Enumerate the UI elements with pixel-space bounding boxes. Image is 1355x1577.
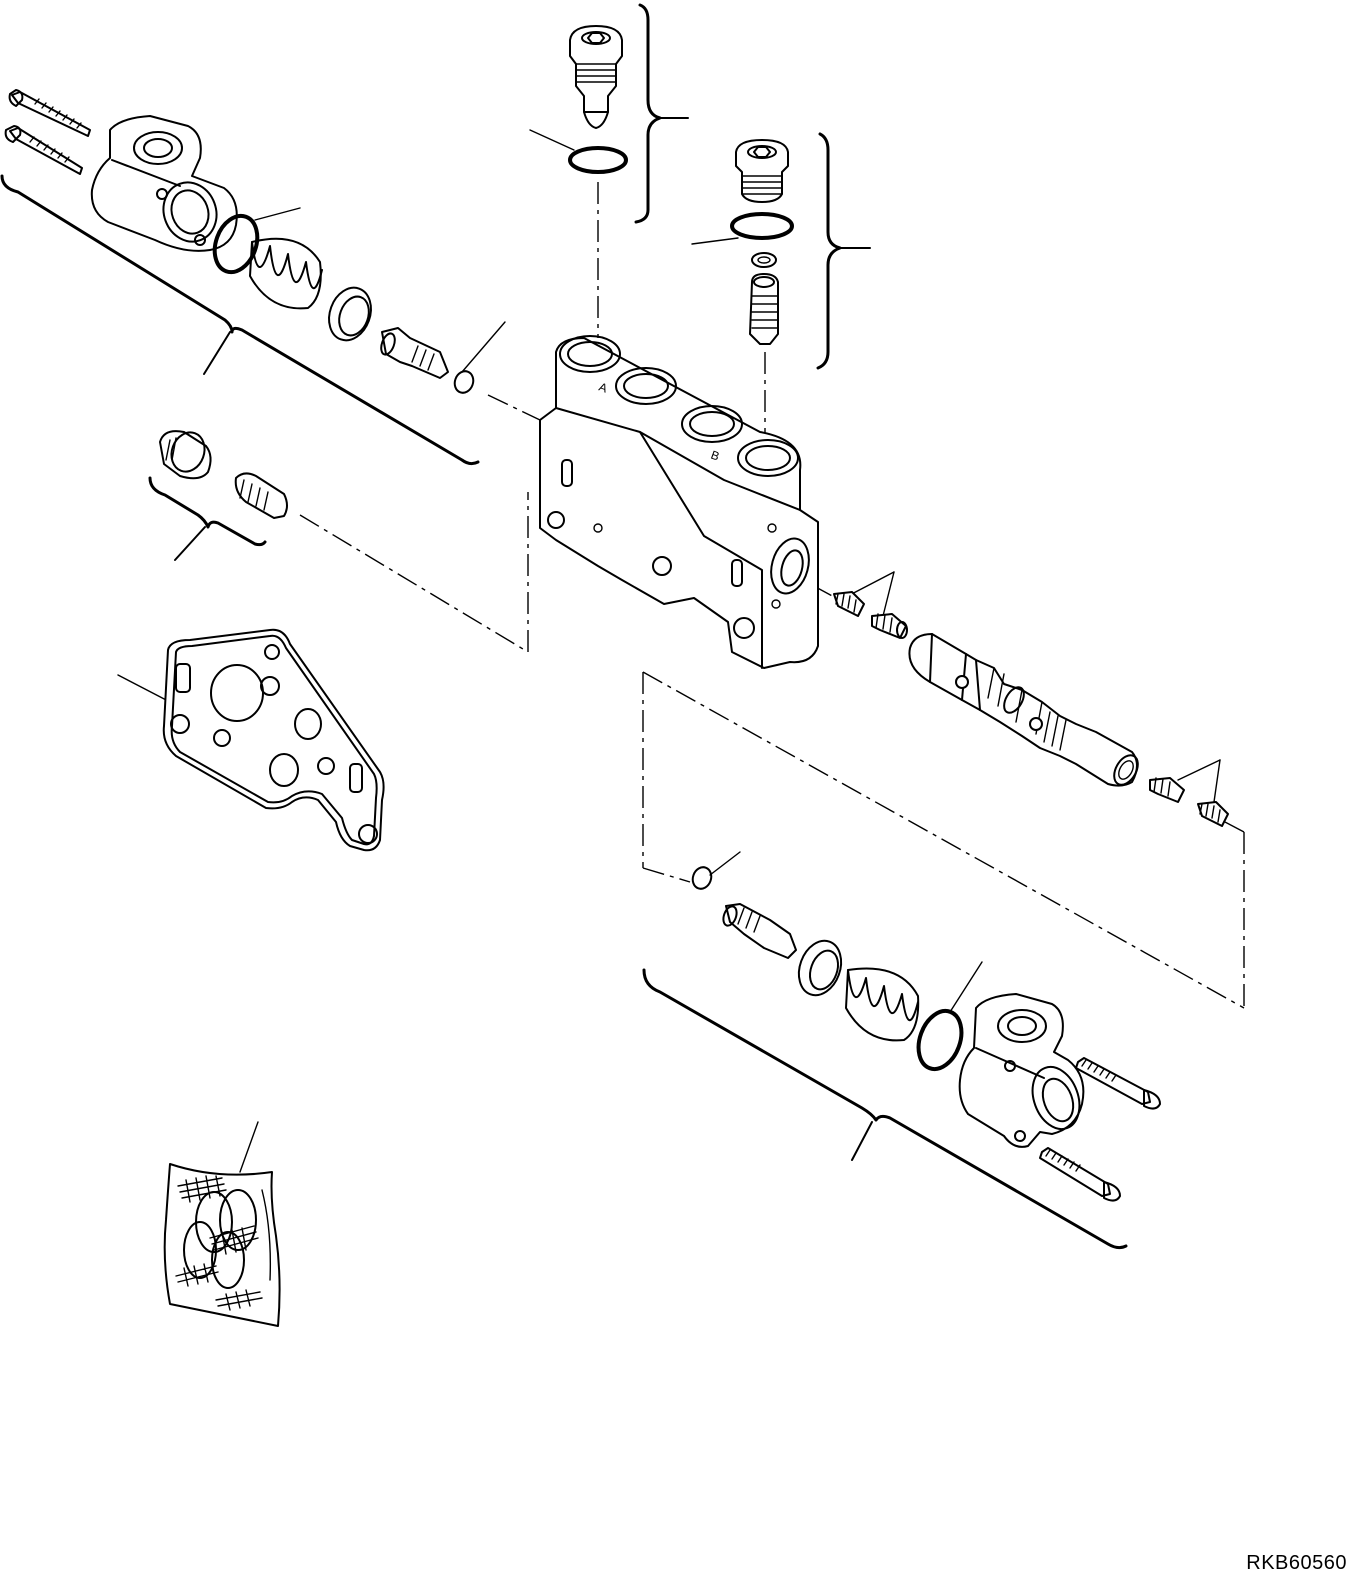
retainer-ring-right [792,935,849,1001]
cover-block-right [960,994,1088,1147]
spool-end-right [721,904,796,958]
main-spool [909,634,1142,789]
small-o-ring-left [452,369,476,396]
group-bracket-left-assembly [2,176,478,464]
group-bracket-plug [150,478,265,560]
leader-lines [118,130,1220,1172]
spool-end-left [379,328,448,378]
o-ring-relief-valve [570,148,626,172]
spring-spool-lower-left [1150,778,1184,802]
retainer-ring-left [322,282,378,346]
seal-kit-bag [165,1164,280,1326]
o-ring-suction-valve [732,214,792,238]
snap-ring-suction-valve [752,253,776,267]
bolt-lower-right [1040,1148,1120,1201]
o-ring-right-cover [911,1005,969,1075]
bolt-upper-right [1076,1058,1160,1109]
gasket-plate [164,630,384,851]
plug-left [160,428,211,479]
drawing-code: RKB60560 [1246,1552,1347,1574]
group-bracket-suction-valve [818,134,870,368]
relief-valve-top [570,26,622,128]
spring-right [846,968,918,1040]
small-o-ring-right [690,865,714,892]
group-bracket-top-relief-valve [636,5,688,222]
bolt-lower-left [6,126,82,174]
o-ring-left-cover [207,210,264,278]
spring-left [250,239,322,309]
valve-body: A B [540,336,818,668]
cover-block-left [92,116,237,251]
spring-spool-upper-right [872,614,907,638]
suction-poppet [750,274,778,344]
check-valve-poppet [236,473,287,518]
group-bracket-right-assembly [644,970,1126,1248]
suction-valve-plug [736,140,788,202]
spring-spool-lower-right [1198,802,1228,826]
spring-spool-upper-left [834,592,864,616]
bolt-upper-left [10,90,90,136]
